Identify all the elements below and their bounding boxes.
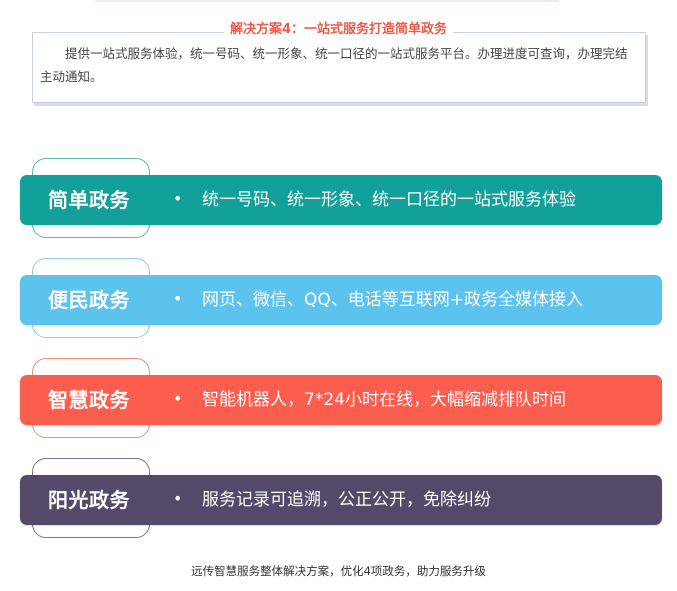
bullet-icon: • — [173, 389, 183, 408]
intro-title-wrap: 解决方案4：一站式服务打造简单政务 — [0, 18, 677, 37]
row-sunshine-gov: 阳光政务 • 服务记录可追溯，公正公开，免除纠纷 — [0, 458, 677, 542]
row-label: 简单政务 — [48, 188, 130, 212]
row-label: 阳光政务 — [48, 488, 130, 512]
intro-text: 提供一站式服务体验，统一号码、统一形象、统一口径的一站式服务平台。办理进度可查询… — [40, 46, 628, 84]
row-desc: 智能机器人，7*24小时在线，大幅缩减排队时间 — [202, 390, 566, 410]
row-label: 智慧政务 — [48, 388, 130, 412]
row-bar — [20, 275, 662, 325]
row-label: 便民政务 — [48, 288, 130, 312]
row-desc: 统一号码、统一形象、统一口径的一站式服务体验 — [202, 190, 576, 210]
bullet-icon: • — [173, 489, 183, 508]
intro-title: 解决方案4：一站式服务打造简单政务 — [223, 22, 454, 37]
row-desc: 服务记录可追溯，公正公开，免除纠纷 — [202, 490, 491, 510]
caption: 远传智慧服务整体解决方案，优化4项政务，助力服务升级 — [191, 564, 486, 578]
row-smart-gov: 智慧政务 • 智能机器人，7*24小时在线，大幅缩减排队时间 — [0, 358, 677, 442]
bullet-icon: • — [173, 189, 183, 208]
row-desc: 网页、微信、QQ、电话等互联网+政务全媒体接入 — [202, 290, 584, 310]
row-convenient-gov: 便民政务 • 网页、微信、QQ、电话等互联网+政务全媒体接入 — [0, 258, 677, 342]
row-bar — [20, 475, 662, 525]
row-bar — [20, 375, 662, 425]
row-simple-gov: 简单政务 • 统一号码、统一形象、统一口径的一站式服务体验 — [0, 158, 677, 242]
top-divider — [95, 0, 559, 2]
row-bar — [20, 175, 662, 225]
bullet-icon: • — [173, 289, 183, 308]
